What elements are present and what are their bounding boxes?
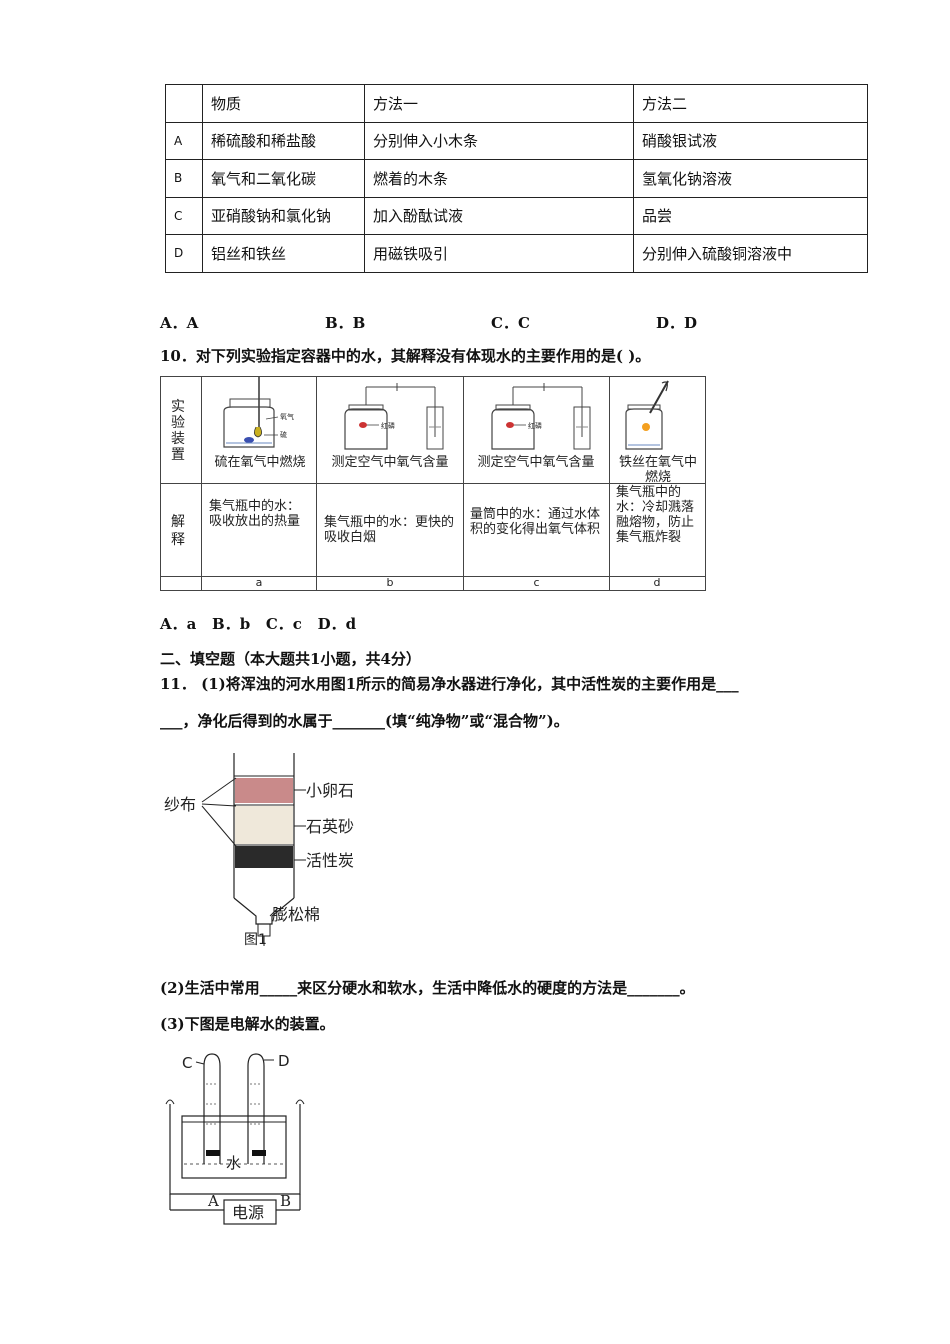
table-cell: 燃着的木条	[364, 159, 634, 198]
sulfur-label: 硫	[280, 430, 287, 439]
table-cell: 方法一	[364, 84, 634, 123]
table-row: C 亚硝酸钠和氯化钠 加入酚酞试液 品尝	[165, 196, 868, 235]
table-cell: 分别伸入小木条	[364, 121, 634, 160]
red-phosphorus-label: 红磷	[381, 421, 395, 430]
explanation-d: 集气瓶中的水：冷却溅落融熔物，防止集气瓶炸裂	[616, 485, 695, 545]
question-11-line-4: (3)下图是电解水的装置。	[160, 1015, 335, 1033]
caption-d: 铁丝在氧气中燃烧	[618, 455, 697, 485]
table-cell: 物质	[202, 84, 365, 123]
table-cell: B	[165, 159, 203, 198]
table-cell: D	[165, 234, 203, 273]
carbon-label: 活性炭	[306, 851, 354, 870]
explanation-c: 量筒中的水：通过水体积的变化得出氧气体积	[470, 507, 601, 537]
question-11-line-3: (2)生活中常用_____来区分硬水和软水，生活中降低水的硬度的方法是_____…	[160, 979, 695, 997]
phosphorus-apparatus-c: 红磷	[491, 383, 591, 450]
figure-caption: 图1	[244, 932, 267, 948]
table-row: D 铝丝和铁丝 用磁铁吸引 分别伸入硫酸铜溶液中	[165, 234, 868, 273]
iron-wire-apparatus	[625, 380, 669, 450]
electrode-c-label: C	[182, 1054, 192, 1072]
option-b: B．B	[325, 314, 366, 332]
electrode-d-label: D	[278, 1052, 290, 1070]
question-11-line-1: 11． (1)将浑浊的河水用图1所示的简易净水器进行净化，其中活性炭的主要作用是…	[160, 675, 739, 693]
option-a: A．A	[160, 314, 199, 332]
letter-a: a	[255, 576, 263, 589]
terminal-b-label: B	[280, 1192, 291, 1210]
table-cell: 铝丝和铁丝	[202, 234, 365, 273]
sand-label: 石英砂	[306, 817, 354, 836]
substance-method-table: 物质 方法一 方法二 A 稀硫酸和稀盐酸 分别伸入小木条 硝酸银试液 B 氧气和…	[165, 84, 868, 273]
question-10-options: A．a B．b C．c D．d	[160, 615, 357, 633]
letter-b: b	[386, 576, 394, 589]
caption-b: 测定空气中氧气含量	[331, 455, 449, 470]
question-11-line-2: ___，净化后得到的水属于_______(填“纯净物”或“混合物”)。	[160, 712, 569, 730]
table-cell: 氧气和二氧化碳	[202, 159, 365, 198]
option-c: C．C	[491, 314, 530, 332]
experiment-table: 实验装置 解释 氧气 硫 红磷 红磷	[160, 376, 706, 591]
explanation-a: 集气瓶中的水：吸收放出的热量	[209, 499, 301, 529]
pebble-label: 小卵石	[306, 781, 354, 800]
table-row: B 氧气和二氧化碳 燃着的木条 氢氧化钠溶液	[165, 159, 868, 198]
caption-c: 测定空气中氧气含量	[477, 455, 595, 470]
table-cell: 用磁铁吸引	[364, 234, 634, 273]
water-purifier-figure: 纱布 小卵石 石英砂 活性炭 膨松棉 图1	[164, 753, 354, 948]
table-cell: 加入酚酞试液	[364, 196, 634, 235]
option-d: D．D	[656, 314, 698, 332]
table-cell: 亚硝酸钠和氯化钠	[202, 196, 365, 235]
row-label-explain: 解释	[171, 514, 185, 548]
table-cell: 硝酸银试液	[633, 121, 868, 160]
phosphorus-apparatus-b: 红磷	[344, 383, 444, 450]
table-header-row: 物质 方法一 方法二	[165, 84, 868, 123]
cotton-label: 膨松棉	[272, 905, 320, 924]
red-phosphorus-label: 红磷	[528, 421, 542, 430]
letter-c: c	[533, 576, 540, 589]
explanation-b: 集气瓶中的水：更快的吸收白烟	[324, 515, 455, 545]
caption-a: 硫在氧气中燃烧	[214, 455, 306, 470]
table-cell: C	[165, 196, 203, 235]
electrolysis-apparatus: C D 水 A B 电源	[165, 1052, 305, 1225]
oxygen-label: 氧气	[280, 412, 294, 421]
water-label: 水	[226, 1154, 241, 1172]
table-cell: 分别伸入硫酸铜溶液中	[633, 234, 868, 273]
table-cell: 稀硫酸和稀盐酸	[202, 121, 365, 160]
cloth-label: 纱布	[164, 795, 196, 814]
table-row: A 稀硫酸和稀盐酸 分别伸入小木条 硝酸银试液	[165, 121, 868, 160]
power-supply-label: 电源	[232, 1203, 264, 1222]
letter-d: d	[653, 576, 661, 589]
question-10-stem: 10．对下列实验指定容器中的水，其解释没有体现水的主要作用的是( )。	[160, 347, 651, 365]
section-heading: 二、填空题（本大题共1小题，共4分）	[160, 650, 421, 668]
table-cell: A	[165, 121, 203, 160]
table-cell: 方法二	[633, 84, 868, 123]
row-label-apparatus: 实验装置	[171, 399, 185, 463]
table-cell: 品尝	[633, 196, 868, 235]
table-cell	[165, 84, 203, 123]
sulfur-burning-apparatus: 氧气 硫	[223, 377, 294, 448]
terminal-a-label: A	[207, 1192, 219, 1210]
table-cell: 氢氧化钠溶液	[633, 159, 868, 198]
